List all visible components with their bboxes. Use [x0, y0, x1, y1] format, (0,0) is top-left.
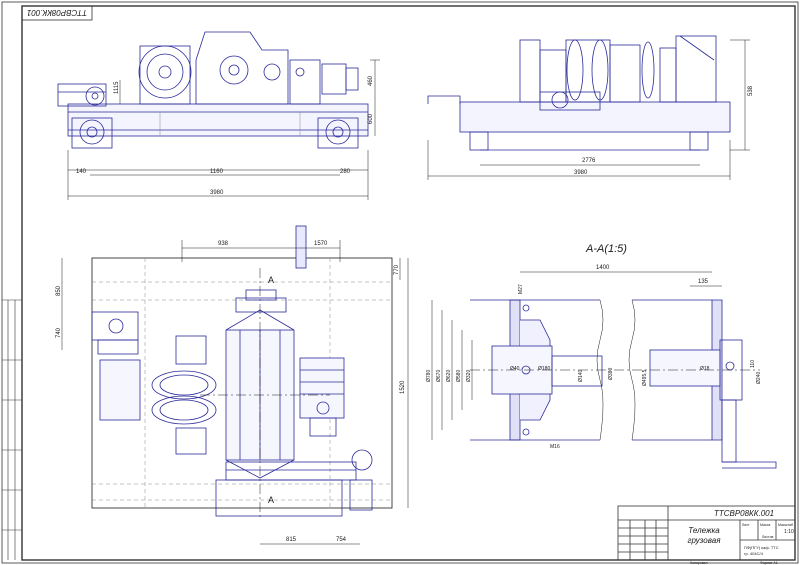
dim-front-w-total: 3980 — [210, 190, 224, 196]
stamp-code: ТТСВР08КК.001 — [27, 8, 87, 17]
dim-sec-135: 135 — [698, 279, 709, 285]
title-block-sheet: Лист — [742, 523, 750, 527]
dim-sec-d4: Ø580 — [456, 370, 462, 382]
dim-front-w-left: 140 — [76, 169, 87, 175]
dim-front-side-h: 600 — [368, 113, 374, 124]
title-block-name-1: Тележка — [688, 526, 720, 535]
inner-frame — [21, 5, 796, 561]
plan-view — [91, 225, 393, 520]
dim-sec-d12: Ø40 — [510, 366, 520, 372]
title-block-org-1: ПФ(ПГУ) каф. ТТС — [744, 545, 779, 550]
side-view — [427, 35, 731, 151]
title-block-sheets: Листов — [762, 535, 774, 539]
title-block-format: Формат А1 — [760, 561, 778, 565]
section-view — [470, 299, 777, 469]
section-dims — [431, 271, 722, 440]
dim-sec-d1: Ø780 — [426, 370, 432, 382]
stamp-top-left: ТТСВР08КК.001 — [21, 5, 93, 21]
dim-plan-right: 1520 — [400, 380, 406, 394]
dim-plan-bot1: 815 — [286, 537, 297, 543]
title-block-copied: Копировал — [690, 561, 708, 565]
dim-sec-d9: Ø495,5 — [642, 369, 648, 386]
dim-sec-m1: M27 — [518, 284, 524, 294]
section-marker-bottom: А — [268, 495, 274, 505]
dim-sec-d8: Ø240 — [756, 372, 762, 384]
section-title: А-А(1:5) — [585, 243, 627, 255]
dim-sec-w: 1400 — [596, 265, 610, 271]
front-view — [57, 31, 380, 200]
title-block — [617, 505, 796, 561]
dim-sec-d7: Ø140 — [578, 370, 584, 382]
dim-sec-d2: Ø670 — [436, 370, 442, 382]
dim-plan-bot2: 754 — [336, 537, 347, 543]
dim-front-w-main: 1160 — [210, 169, 224, 175]
dim-front-mid-h: 460 — [368, 75, 374, 86]
dim-side-w-total: 3980 — [574, 170, 588, 176]
section-marker-top: А — [268, 275, 274, 285]
dim-sec-d10: Ø380 — [608, 368, 614, 380]
dim-sec-d3: Ø620 — [446, 370, 452, 382]
dim-plan-left1: 850 — [56, 285, 62, 296]
plan-dims — [61, 240, 409, 545]
dim-side-w-inner: 2776 — [582, 158, 596, 164]
dim-front-w-right: 280 — [340, 169, 351, 175]
dim-plan-left2: 740 — [56, 327, 62, 338]
title-block-org-2: гр. 404С/4 — [744, 551, 764, 556]
binding-strip — [2, 299, 22, 560]
dim-sec-d11: Ø18 — [700, 366, 710, 372]
dim-side-h: 538 — [748, 85, 754, 96]
side-dims — [427, 39, 750, 180]
dim-plan-top1: 938 — [218, 241, 229, 247]
title-block-mass: Масса — [760, 523, 770, 527]
title-block-code: ТТСВР08КК.001 — [714, 509, 774, 518]
dim-sec-m2: M16 — [550, 444, 560, 450]
title-block-name-2: грузовая — [688, 536, 722, 545]
dim-plan-top2: 1570 — [314, 241, 328, 247]
dim-sec-110: 110 — [750, 360, 756, 368]
dim-front-top-h: 1115 — [114, 81, 120, 94]
dim-sec-d6: Ø180 — [538, 366, 550, 372]
title-block-scale: 1:10 — [784, 529, 794, 535]
dim-plan-right-top: 770 — [394, 264, 400, 275]
dim-sec-d5: Ø320 — [466, 370, 472, 382]
title-block-scale-label: Масштаб — [778, 523, 793, 527]
